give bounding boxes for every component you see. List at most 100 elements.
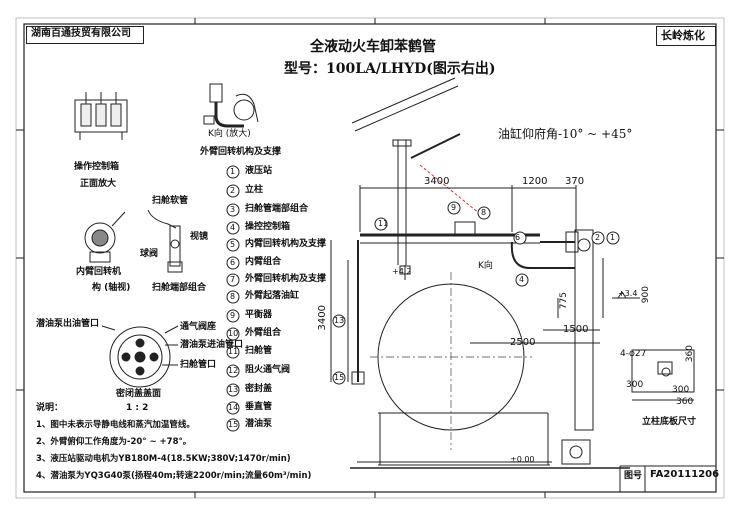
part-item: 垂直管 (245, 402, 273, 412)
dim-900: 900 (641, 286, 651, 304)
part-number: 2 (230, 186, 236, 195)
model-number: 型号：100LA/LHYD(图示右出) (284, 61, 496, 77)
label-sealing-flange: 密闭盖盖面 (116, 389, 162, 399)
part-item: 外臂回转机构及支撑 (245, 274, 327, 284)
part-item: 外臂组合 (245, 328, 282, 338)
dim-4-phi-27: 4-φ27 (620, 349, 647, 359)
label-sweep-end: 扫舱端部组合 (152, 283, 207, 293)
callout-number: 6 (515, 233, 521, 242)
company-name: 湖南百通技贸有限公司 (31, 28, 131, 39)
company-name-box: 湖南百通技贸有限公司 (26, 26, 144, 44)
part-item: 平衡器 (245, 310, 273, 320)
label-axonometric: 构 (轴视) (92, 283, 131, 293)
callout-number: 11 (378, 219, 389, 228)
part-number: 3 (230, 205, 236, 214)
note-line: 2、外臂俯仰工作角度为-20° ~ +78°。 (36, 437, 192, 447)
label-sight-glass: 视镜 (190, 232, 209, 242)
note-line: 4、潜油泵为YQ3G40泵(扬程40m;转速2200r/min;流量60m³/m… (36, 471, 312, 481)
label-k-view: K向 (478, 261, 493, 271)
part-number: 15 (228, 420, 239, 429)
drawing-title: 全液动火车卸苯鹤管 (310, 39, 436, 55)
callout-number: 15 (334, 373, 345, 382)
dim-300-b: 300 (672, 385, 690, 395)
dim-360-vertical: 360 (685, 345, 695, 363)
sealing-cover-detail (101, 325, 179, 388)
factory-name: 长岭炼化 (661, 29, 705, 42)
control-box-detail (74, 92, 128, 140)
note-line: 1、图中未表示导静电线和蒸汽加温管线。 (36, 420, 195, 430)
elev-plus-4-2: +4.2 (392, 267, 412, 276)
part-item: 密封盖 (245, 384, 273, 394)
label-sweep-hose: 扫舱软管 (152, 196, 189, 206)
part-item: 操控控制箱 (245, 222, 291, 232)
part-item: 液压站 (245, 166, 273, 176)
label-sweep-port: 扫舱管口 (180, 360, 217, 370)
elev-plus-3-4: +3.4 (618, 289, 638, 298)
part-number: 12 (228, 366, 239, 375)
label-front-enlarged: 正面放大 (80, 179, 117, 189)
callout-number: 13 (334, 316, 345, 325)
part-item: 内臂回转机构及支撑 (245, 239, 327, 249)
part-number: 7 (230, 275, 236, 284)
item-list-circles (226, 165, 240, 432)
inner-arm-swivel-detail (84, 211, 126, 263)
label-pump-inlet: 潜油泵进油管口 (180, 340, 244, 350)
part-number: 11 (228, 347, 239, 356)
label-k-direction: K向 (放大) (208, 129, 251, 139)
label-outer-swivel: 外臂回转机构及支撑 (200, 147, 282, 157)
notes-heading: 说明： (36, 403, 64, 413)
elev-zero: ±0.00 (510, 455, 535, 464)
label-submersible-outlet: 潜油泵出油管口 (36, 319, 100, 329)
k-direction-detail (203, 83, 259, 128)
dim-1200: 1200 (522, 176, 548, 187)
label-ball-valve: 球阀 (140, 249, 159, 259)
callout-number: 4 (519, 275, 525, 284)
label-control-box: 操作控制箱 (74, 162, 120, 172)
part-item: 内臂组合 (245, 257, 282, 267)
part-item: 立柱 (245, 185, 264, 195)
part-item: 外臂起落油缸 (245, 291, 300, 301)
cylinder-angle-note: 油缸仰府角-10° ~ +45° (498, 127, 633, 141)
sweep-pipe-detail (147, 209, 183, 273)
base-plate-detail (631, 349, 695, 401)
dim-360-horizontal: 360 (676, 397, 694, 407)
drawing-number: FA20111206 (650, 469, 720, 480)
dim-775: 775 (559, 292, 569, 310)
part-item: 扫舱管端部组合 (245, 204, 309, 214)
callout-circles (332, 201, 620, 385)
dim-3400-vertical: 3400 (317, 305, 328, 331)
main-elevation (330, 77, 630, 469)
dim-300-a: 300 (626, 380, 644, 390)
zone-ticks (16, 18, 724, 498)
dim-3400-horizontal: 3400 (424, 176, 450, 187)
part-item: 阻火通气阀 (245, 365, 291, 375)
part-number: 10 (228, 329, 239, 338)
part-number: 4 (230, 223, 236, 232)
factory-name-box: 长岭炼化 (656, 26, 716, 46)
centerlines (370, 272, 532, 450)
callout-number: 9 (451, 203, 457, 212)
label-vent-valve: 通气阀座 (180, 322, 217, 332)
callout-number: 1 (610, 233, 616, 242)
part-number: 5 (230, 240, 236, 249)
part-number: 13 (228, 385, 239, 394)
part-number: 1 (230, 167, 236, 176)
dim-370: 370 (565, 176, 585, 187)
level-mark (612, 291, 640, 299)
callout-number: 8 (481, 208, 487, 217)
callout-number: 2 (595, 233, 601, 242)
part-item: 扫舱管 (245, 346, 273, 356)
dim-2500: 2500 (510, 337, 536, 348)
part-number: 6 (230, 258, 236, 267)
label-inner-swivel: 内臂回转机 (76, 267, 122, 277)
label-scale: 1 : 2 (126, 403, 149, 413)
drawing-number-label: 图号 (624, 471, 643, 481)
part-item: 潜油泵 (245, 419, 273, 429)
part-number: 9 (230, 311, 236, 320)
part-number: 14 (228, 403, 239, 412)
note-line: 3、液压站驱动电机为YB180M-4(18.5KW;380V;1470r/min… (36, 454, 291, 464)
part-number: 8 (230, 292, 236, 301)
dim-1500: 1500 (563, 324, 589, 335)
